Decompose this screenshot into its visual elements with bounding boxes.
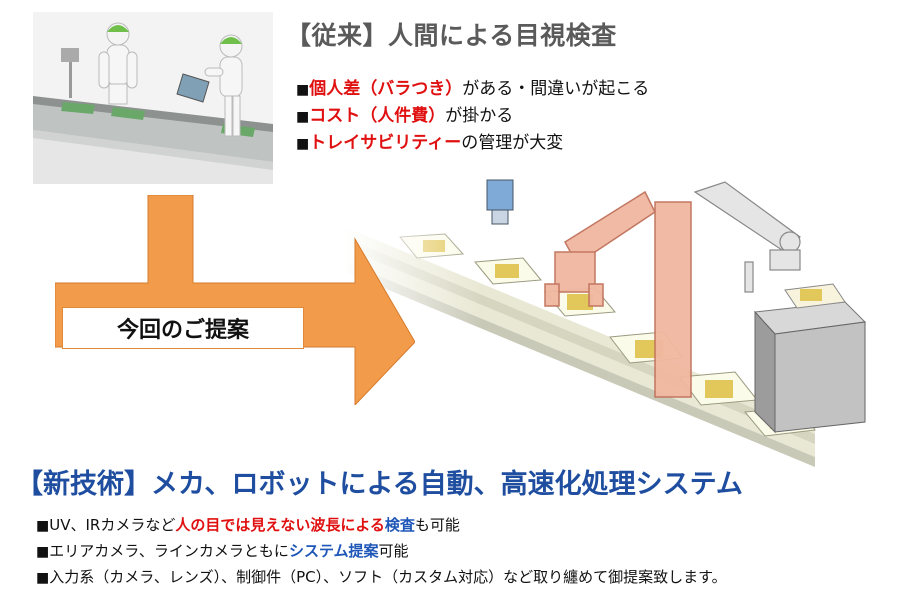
bullet-marker: ■	[36, 544, 50, 560]
bullet-text: UV、IRカメラなど	[49, 516, 176, 534]
bullet-emphasis: 個人差（バラつき）	[309, 79, 463, 99]
bullet-text: 入力系（カメラ、レンズ）、制御件（PC）、ソフト（カスタム対応）など取り纏めて御…	[49, 568, 727, 586]
new-tech-bullet-2: ■エリアカメラ、ラインカメラともにシステム提案可能	[36, 540, 409, 561]
conventional-title: 【従来】人間による目視検査	[286, 21, 617, 50]
conventional-bullet-3: ■トレイサビリティーの管理が大変	[296, 128, 563, 153]
new-tech-bullet-3: ■入力系（カメラ、レンズ）、制御件（PC）、ソフト（カスタム対応）など取り纏めて…	[36, 566, 727, 587]
bullet-emphasis-red: 人の目では見えない波長による	[175, 516, 385, 534]
bullet-emphasis: トレイサビリティー	[309, 133, 462, 153]
new-tech-bullet-1: ■UV、IRカメラなど人の目では見えない波長による検査も可能	[36, 514, 460, 535]
bullet-text: がある・間違いが起こる	[462, 79, 650, 99]
bullet-emphasis: コスト（人件費）	[309, 106, 446, 126]
proposal-arrow	[55, 195, 415, 405]
new-tech-title: 【新技術】メカ、ロボットによる自動、高速化処理システム	[16, 469, 743, 500]
proposal-label: 今回のご提案	[62, 307, 304, 349]
bullet-marker: ■	[296, 82, 310, 98]
conventional-bullet-2: ■コスト（人件費）が掛かる	[296, 101, 513, 126]
automated-inspection-illustration	[345, 172, 895, 467]
bullet-marker: ■	[36, 570, 50, 586]
manual-inspection-photo	[33, 12, 273, 184]
bullet-text: エリアカメラ、ラインカメラともに	[49, 542, 289, 560]
conventional-bullet-1: ■個人差（バラつき）がある・間違いが起こる	[296, 74, 649, 99]
bullet-text: が掛かる	[445, 106, 514, 126]
bullet-text: 可能	[378, 542, 409, 560]
bullet-marker: ■	[36, 518, 50, 534]
bullet-emphasis-blue: システム提案	[288, 542, 379, 560]
bullet-marker: ■	[296, 136, 310, 152]
bullet-text: の管理が大変	[461, 133, 564, 153]
bullet-emphasis-blue: 検査	[384, 516, 415, 534]
bullet-marker: ■	[296, 109, 310, 125]
bullet-text: も可能	[414, 516, 460, 534]
